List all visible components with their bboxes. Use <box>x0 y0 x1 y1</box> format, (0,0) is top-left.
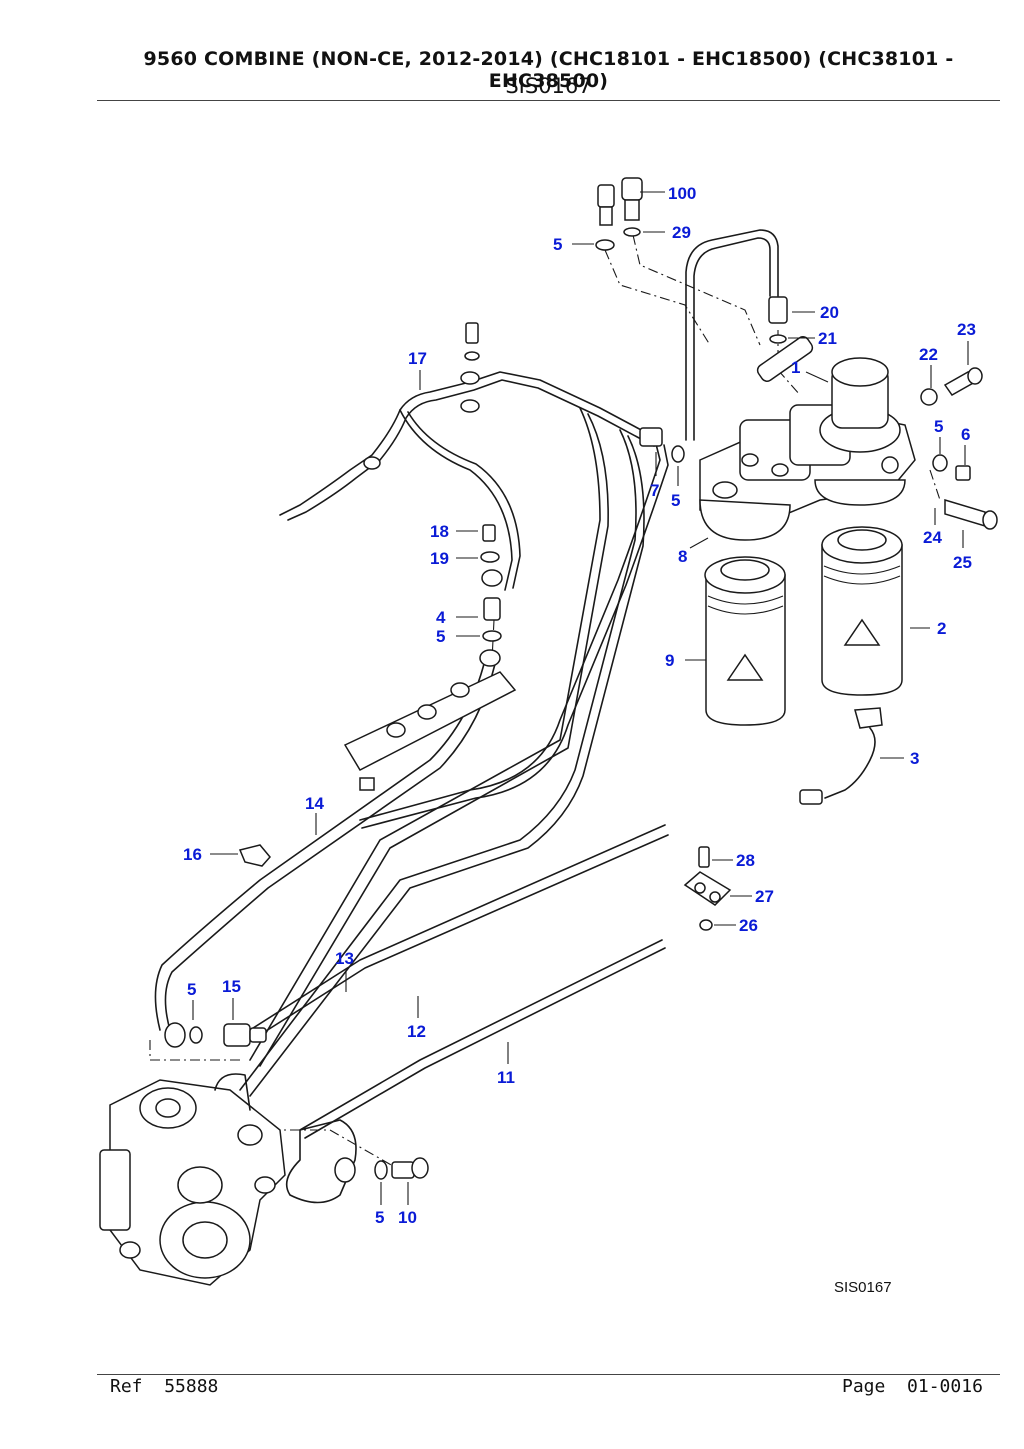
ref-label: Ref <box>110 1376 143 1397</box>
callout-5-sensor: 5 <box>553 235 562 254</box>
fuel-rail <box>343 671 517 791</box>
fitting-7 <box>639 427 685 463</box>
callout-23: 23 <box>957 320 976 339</box>
callout-7: 7 <box>650 481 659 500</box>
callout-5-pump: 5 <box>187 980 196 999</box>
callout-5-fitting: 5 <box>671 491 680 510</box>
callout-18: 18 <box>430 522 449 541</box>
callout-17: 17 <box>408 349 427 368</box>
callout-20: 20 <box>820 303 839 322</box>
callout-26: 26 <box>739 916 758 935</box>
callout-28: 28 <box>736 851 755 870</box>
fuel-lines <box>154 229 779 1204</box>
callout-22: 22 <box>919 345 938 364</box>
banjo-fittings <box>363 322 503 667</box>
fitting-15 <box>164 1022 267 1048</box>
callout-12: 12 <box>407 1022 426 1041</box>
callout-6: 6 <box>961 425 970 444</box>
callout-labels: 100 29 5 20 21 23 22 1 5 6 7 5 24 25 8 2… <box>183 184 976 1227</box>
document-title: 9560 COMBINE (NON-CE, 2012-2014) (CHC181… <box>143 48 954 92</box>
filter-bowl-2 <box>821 526 903 696</box>
callout-3: 3 <box>910 749 919 768</box>
callout-27: 27 <box>755 887 774 906</box>
leader-lines <box>192 191 969 1205</box>
callout-8: 8 <box>678 547 687 566</box>
callout-5-bolt: 5 <box>375 1208 384 1227</box>
callout-25: 25 <box>953 553 972 572</box>
callout-10: 10 <box>398 1208 417 1227</box>
callout-29: 29 <box>672 223 691 242</box>
footer-rule <box>97 1374 1000 1375</box>
ref-value: 55888 <box>164 1376 219 1397</box>
page-value: 01-0016 <box>907 1376 983 1397</box>
callout-5-head: 5 <box>934 417 943 436</box>
pipe-clamp <box>683 846 732 931</box>
injection-pump <box>99 1073 286 1286</box>
water-sensor-harness <box>799 707 883 805</box>
right-side-fittings <box>920 367 998 530</box>
callout-14: 14 <box>305 794 324 813</box>
callout-19: 19 <box>430 549 449 568</box>
filter-head-assembly <box>699 336 916 541</box>
footer-page: Page 01-0016 <box>842 1376 983 1397</box>
callout-100: 100 <box>668 184 696 203</box>
callout-4: 4 <box>436 608 446 627</box>
footer-ref: Ref 55888 <box>110 1376 218 1397</box>
callout-9: 9 <box>665 651 674 670</box>
callout-1: 1 <box>791 358 800 377</box>
document-code: SIS0167 <box>505 74 592 98</box>
page-label: Page <box>842 1376 886 1397</box>
fitting-20-21 <box>768 296 788 344</box>
filter-bowl-9 <box>704 556 786 726</box>
callout-21: 21 <box>818 329 837 348</box>
callout-24: 24 <box>923 528 942 547</box>
callout-2: 2 <box>937 619 946 638</box>
callout-15: 15 <box>222 977 241 996</box>
callout-13: 13 <box>335 949 354 968</box>
banjo-bolt-10 <box>334 1157 429 1183</box>
clip-16 <box>238 844 271 867</box>
callout-16: 16 <box>183 845 202 864</box>
callout-11: 11 <box>497 1068 515 1087</box>
callout-5-rail: 5 <box>436 627 445 646</box>
header-rule <box>97 100 1000 101</box>
pressure-sensors <box>595 177 643 251</box>
figure-code: SIS0167 <box>834 1279 892 1296</box>
